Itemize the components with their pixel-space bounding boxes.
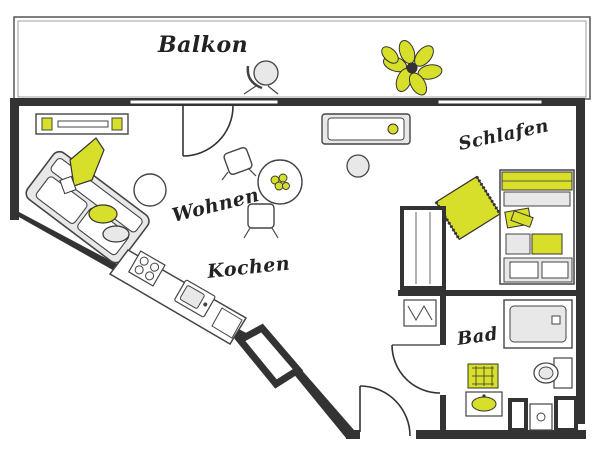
balcony-area: Balkon [13,16,591,100]
room-label-kochen: Kochen [205,252,291,283]
bedroom-stool [346,154,370,178]
kitchen-hob [127,250,166,287]
door-bath-swing [391,344,441,394]
kitchen-niche [234,323,304,389]
bath-shelf-hatch [407,304,433,322]
chair-top [221,146,257,181]
bedroom-sideboard [321,113,411,145]
bed-book [510,210,534,228]
kitchen-sink [174,279,216,318]
doors [182,105,441,437]
washbasin [465,391,503,417]
window-living [129,99,279,105]
pouf [133,173,167,207]
wall-top [10,98,585,106]
sofa-cushion-grey [102,225,130,243]
windows [129,99,543,105]
door-entrance-swing [359,385,411,437]
bedroom-area: Schlafen [321,113,575,290]
table-fruit-bowl [270,173,290,191]
bedroom-rug [434,175,502,241]
wall-right [576,98,585,424]
wall-diagonal-lower [292,368,354,438]
kitchen-fridge [211,307,243,339]
chair-bottom [243,203,279,239]
room-label-bad: Bad [455,323,499,350]
wall-bottom-left [346,430,360,439]
balcony-railing [13,16,591,100]
wall-left [10,98,19,220]
balcony-railing-inner [17,20,587,98]
balcony-plant [381,39,443,96]
tv-lowboard [35,113,129,135]
room-label-balkon: Balkon [157,32,248,58]
wall-bath-left-upper [440,290,446,345]
living-area: Wohnen [25,113,303,264]
installation-shaft [508,396,578,432]
bathroom-area: Bad [403,299,578,432]
bath-mat [467,363,499,389]
wardrobe [400,206,446,290]
kitchen-area: Kochen [108,249,291,346]
sofa-book [59,175,77,195]
room-label-schlafen: Schlafen [457,115,551,155]
bed [499,169,575,285]
door-balcony-swing [182,105,234,157]
toilet [533,357,573,389]
window-bedroom [437,99,543,105]
wall-bottom-right [416,430,586,439]
balcony-chair [243,60,279,95]
wall-bath-left-lower [440,395,446,435]
wall-bath-top [398,290,578,296]
sofa-cushion-yellow [88,204,118,224]
shower-tray [503,299,573,349]
